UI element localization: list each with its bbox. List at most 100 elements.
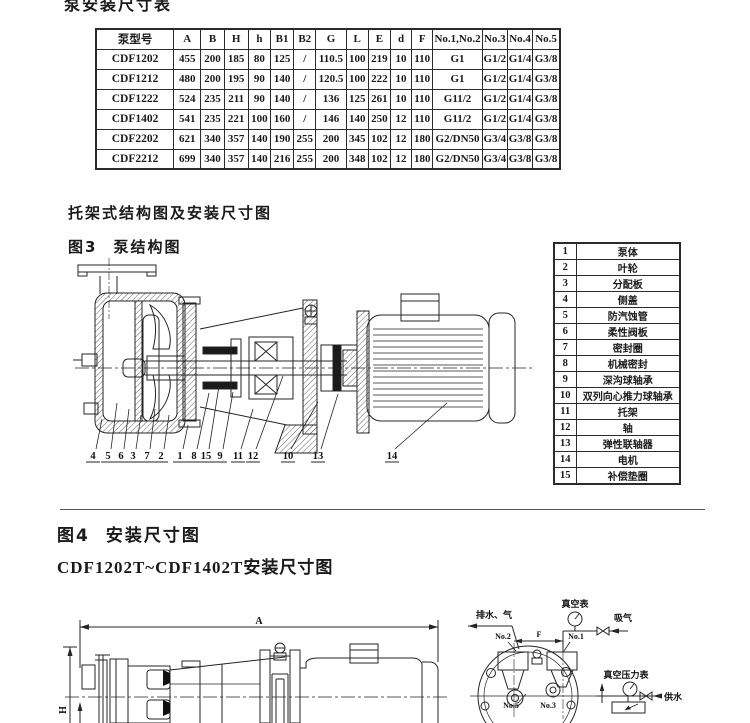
table-cell: 12	[389, 108, 413, 130]
table-cell: G3/8	[532, 128, 561, 150]
motor	[356, 293, 516, 434]
parts-cell: 托架	[575, 403, 681, 420]
callout-11: 11	[233, 451, 243, 462]
table-cell: 80	[247, 48, 271, 70]
section-divider	[60, 509, 705, 510]
callout-7: 7	[144, 451, 149, 462]
table-cell: 195	[223, 68, 249, 90]
column-header: H	[223, 28, 249, 50]
dim-h-label: H	[58, 706, 69, 714]
table-cell: 90	[247, 88, 271, 110]
parts-cell: 6	[553, 323, 577, 340]
table-cell: 348	[345, 148, 369, 170]
column-header: L	[345, 28, 369, 50]
table-cell: /	[293, 68, 317, 90]
dimension-h	[63, 646, 83, 723]
column-header: G	[315, 28, 347, 50]
table-cell: 221	[223, 108, 249, 130]
table-cell: 621	[173, 128, 202, 150]
parts-cell: 14	[553, 451, 577, 468]
column-header: h	[247, 28, 271, 50]
table-cell: 102	[367, 148, 391, 170]
parts-cell: 11	[553, 403, 577, 420]
table-cell: G1	[432, 68, 483, 90]
table-cell: 10	[389, 88, 413, 110]
vacuum-gauge-label: 真空表	[561, 598, 589, 610]
column-header: E	[367, 28, 391, 50]
table-cell: 90	[247, 68, 271, 90]
table-cell: 10	[389, 48, 413, 70]
table-cell: 140	[269, 68, 295, 90]
column-header: No.3	[481, 28, 508, 50]
table-cell: 455	[173, 48, 202, 70]
callout-8: 8	[191, 451, 196, 462]
callout-4: 4	[90, 451, 96, 462]
column-header: No.4	[506, 28, 534, 50]
parts-cell: 9	[553, 371, 577, 388]
table-cell: 12	[389, 128, 413, 150]
table-cell: 12	[389, 148, 413, 170]
table-cell: 100	[345, 48, 369, 70]
table-cell: /	[293, 88, 317, 110]
parts-cell: 13	[553, 435, 577, 452]
parts-cell: 12	[553, 419, 577, 436]
parts-cell: 侧盖	[575, 291, 681, 308]
table-cell: 102	[367, 128, 391, 150]
dimension-f	[507, 638, 571, 652]
column-header: 泵型号	[95, 28, 175, 50]
section-heading: 托架式结构图及安装尺寸图	[68, 204, 273, 222]
drain-label: 排水、气	[476, 609, 512, 621]
table-cell: 222	[367, 68, 391, 90]
parts-cell: 柔性阀板	[575, 323, 681, 340]
vacuum-gauge	[567, 611, 583, 631]
table-cell: 110	[411, 108, 434, 130]
table-cell: 340	[200, 148, 225, 170]
parts-cell: 弹性联轴器	[575, 435, 681, 452]
table-cell: G1/4	[506, 108, 534, 130]
column-header: d	[389, 28, 413, 50]
no1-label: No.1	[568, 632, 584, 641]
pump-side-outline	[65, 642, 450, 723]
table-cell: G1/2	[481, 88, 508, 110]
callout-13: 13	[313, 451, 324, 462]
table-cell: 140	[247, 148, 271, 170]
pump-end-view	[470, 635, 596, 723]
dim-a-label: A	[255, 616, 263, 627]
table-cell: G3/8	[532, 108, 561, 130]
parts-cell: 10	[553, 387, 577, 404]
callout-1: 1	[177, 451, 182, 462]
parts-cell: 电机	[575, 451, 681, 468]
column-header: B1	[269, 28, 295, 50]
table-cell: 140	[247, 128, 271, 150]
table-cell: 110.5	[315, 48, 347, 70]
table-cell: 136	[315, 88, 347, 110]
table-cell: 541	[173, 108, 202, 130]
table-cell: G1/2	[481, 68, 508, 90]
table-cell: 110	[411, 48, 434, 70]
table-cell: CDF1222	[95, 88, 175, 110]
table-cell: G11/2	[432, 88, 483, 110]
parts-cell: 深沟球轴承	[575, 371, 681, 388]
table-cell: G3/8	[532, 148, 561, 170]
parts-cell: 双列向心推力球轴承	[575, 387, 681, 404]
water-supply-label: 供水	[663, 691, 683, 703]
callout-10: 10	[283, 451, 294, 462]
table-cell: /	[293, 108, 317, 130]
parts-cell: 2	[553, 259, 577, 276]
fig4-subtitle: CDF1202T~CDF1402T安装尺寸图	[57, 558, 334, 577]
table-cell: G3/4	[481, 128, 508, 150]
fig3-title: 泵结构图	[113, 238, 182, 256]
callout-14: 14	[387, 451, 398, 462]
callout-2: 2	[158, 451, 163, 462]
